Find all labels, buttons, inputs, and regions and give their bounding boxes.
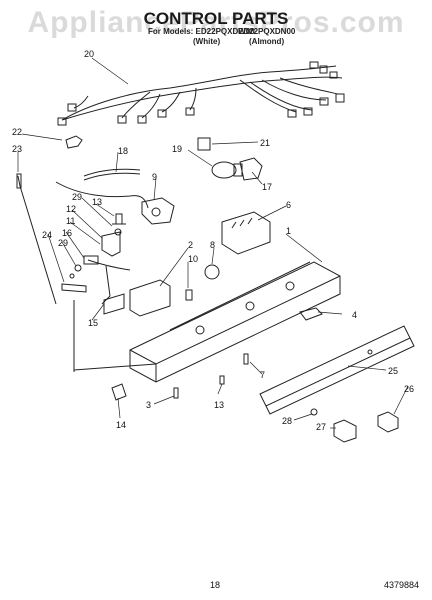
callout-label: 10 <box>188 254 198 264</box>
color-right: (Almond) <box>249 37 285 46</box>
knob-part <box>204 264 220 280</box>
callout-label: 13 <box>214 400 224 410</box>
tube-part <box>83 168 141 177</box>
callout-label: 7 <box>260 370 265 380</box>
socket-clip-part <box>197 137 211 151</box>
callout-label: 8 <box>210 240 215 250</box>
callout-label: 4 <box>352 310 357 320</box>
part-code: 4379884 <box>384 580 420 590</box>
callout-label: 18 <box>118 146 128 156</box>
callout-label: 23 <box>12 144 22 154</box>
callout-label: 21 <box>260 138 270 148</box>
callout-label: 29 <box>72 192 82 202</box>
callout-label: 29 <box>58 238 68 248</box>
model-number-left: For Models: ED22PQXDW00 <box>148 27 255 36</box>
socket-part <box>239 157 263 181</box>
thermostat-knob-part <box>333 419 357 443</box>
callout-label: 2 <box>188 240 193 250</box>
bulb-part <box>211 161 237 179</box>
callout-label: 20 <box>84 49 94 59</box>
callout-label: 22 <box>12 127 22 137</box>
callout-label: 1 <box>286 226 291 236</box>
control-bracket-part <box>129 279 171 317</box>
control-housing-part <box>129 261 341 383</box>
light-switch-part <box>299 307 323 321</box>
callout-label: 11 <box>66 216 75 226</box>
bracket-part <box>103 293 125 315</box>
callout-label: 17 <box>262 182 272 192</box>
callout-label: 19 <box>172 144 182 154</box>
switch-part <box>221 211 271 255</box>
page-title: CONTROL PARTS <box>143 9 289 28</box>
control-knob-part <box>377 411 399 433</box>
callout-label: 26 <box>404 384 414 394</box>
rod-part <box>17 175 57 305</box>
callout-label: 3 <box>146 400 151 410</box>
callout-label: 16 <box>62 228 72 238</box>
callout-label: 15 <box>88 318 98 328</box>
callout-label: 25 <box>388 366 398 376</box>
callout-labels: 20 22 23 18 21 19 17 9 13 29 12 11 16 24… <box>12 49 414 432</box>
screw-part <box>112 213 126 225</box>
callout-label: 9 <box>152 172 157 182</box>
callout-label: 13 <box>92 197 102 207</box>
callout-label: 24 <box>42 230 52 240</box>
clip-part <box>65 135 83 149</box>
callout-label: 28 <box>282 416 292 426</box>
callout-label: 6 <box>286 200 291 210</box>
model-number-right: ED22PQXDN00 <box>238 27 296 36</box>
damper-link-part <box>87 259 131 271</box>
page-number: 18 <box>210 580 221 590</box>
color-left: (White) <box>193 37 221 46</box>
callout-label: 14 <box>116 420 126 430</box>
bracket-clip-part <box>111 383 127 401</box>
wire-harness <box>57 61 345 126</box>
thermostat-part <box>141 197 175 225</box>
watermark: AppliancePartsPros.com <box>27 6 405 39</box>
callout-label: 27 <box>316 422 326 432</box>
leader-lines <box>17 57 409 429</box>
callout-label: 12 <box>66 204 76 214</box>
